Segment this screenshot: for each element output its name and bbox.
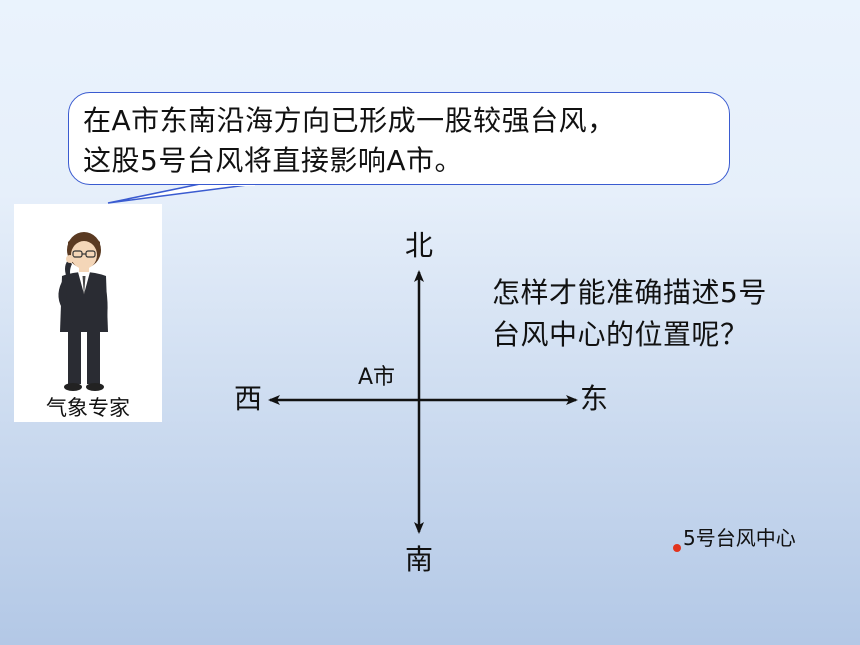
question-line-1: 怎样才能准确描述5号 (492, 276, 767, 309)
speech-bubble: 在A市东南沿海方向已形成一股较强台风， 这股5号台风将直接影响A市。 (68, 92, 730, 185)
speech-line-2: 这股5号台风将直接影响A市。 (83, 144, 463, 177)
expert-label: 气象专家 (46, 396, 130, 420)
speech-line-1: 在A市东南沿海方向已形成一股较强台风， (83, 104, 616, 137)
label-east: 东 (580, 382, 609, 415)
typhoon-center-label: 5号台风中心 (683, 526, 796, 550)
expert-card: 气象专家 (14, 204, 162, 422)
typhoon-center-dot (673, 544, 681, 552)
question-line-2: 台风中心的位置呢？ (492, 318, 749, 351)
label-north: 北 (405, 229, 434, 262)
label-city-a: A市 (358, 365, 396, 390)
expert-figure-icon (58, 232, 108, 391)
question-text: 怎样才能准确描述5号 台风中心的位置呢？ (492, 272, 832, 356)
label-south: 南 (405, 543, 434, 576)
label-west: 西 (234, 382, 263, 415)
